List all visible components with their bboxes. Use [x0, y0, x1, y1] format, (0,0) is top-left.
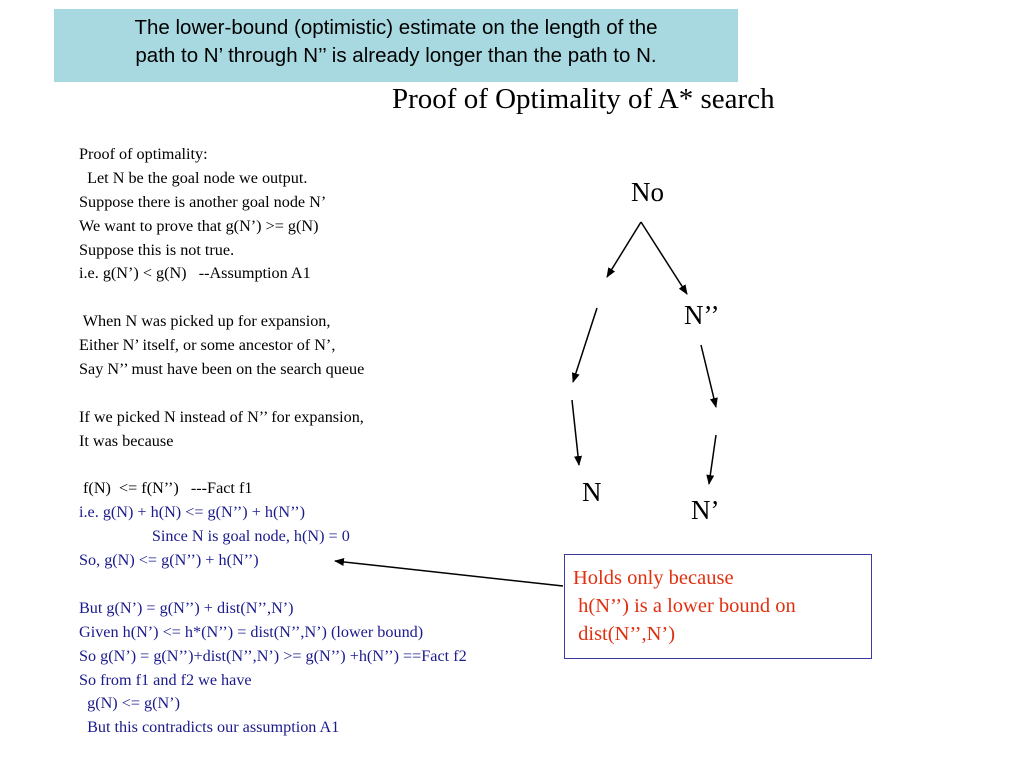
edge-left-to-n [571, 399, 583, 466]
bottom-callout: Holds only because h(N’’) is a lower bou… [564, 554, 872, 659]
proof-line: So from f1 and f2 we have [79, 670, 252, 689]
proof-line: Proof of optimality: [79, 145, 208, 163]
proof-line: So g(N’) = g(N’’)+dist(N’’,N’) >= g(N’’)… [79, 646, 467, 665]
edge-middle-down [700, 344, 718, 408]
top-callout-line-1: The lower-bound (optimistic) estimate on… [134, 16, 658, 39]
proof-line: If we picked N instead of N’’ for expans… [79, 407, 364, 426]
bottom-callout-line-3: dist(N’’,N’) [573, 623, 676, 645]
top-callout: The lower-bound (optimistic) estimate on… [54, 9, 738, 82]
edge-down-to-n-prime [706, 434, 717, 485]
proof-line: Either N’ itself, or some ancestor of N’… [79, 336, 336, 355]
proof-line: It was because [79, 431, 174, 450]
proof-line: g(N) <= g(N’) [79, 694, 180, 713]
proof-line: Let N be the goal node we output. [79, 168, 308, 187]
proof-line: But this contradicts our assumption A1 [79, 718, 340, 737]
proof-line: Suppose there is another goal node N’ [79, 192, 327, 211]
proof-line: Say N’’ must have been on the search que… [79, 360, 365, 379]
proof-line: We want to prove that g(N’) >= g(N) [79, 216, 319, 235]
proof-line: But g(N’) = g(N’’) + dist(N’’,N’) [79, 598, 294, 617]
edge-left-down [571, 307, 598, 383]
edge-root-left [606, 221, 642, 278]
slide-title: Proof of Optimality of A* search [392, 83, 775, 115]
proof-line: Suppose this is not true. [79, 240, 235, 259]
bottom-callout-line-2: h(N’’) is a lower bound on [573, 595, 796, 617]
proof-line: i.e. g(N’) < g(N) --Assumption A1 [79, 264, 311, 283]
proof-line: Since N is goal node, h(N) = 0 [79, 527, 350, 546]
edge-root-middle [640, 221, 688, 295]
node-n-double-prime: N’’ [684, 300, 720, 330]
top-callout-line-2: path to N’ through N’’ is already longer… [135, 44, 657, 67]
node-n-prime: N’ [691, 495, 720, 525]
proof-line: i.e. g(N) + h(N) <= g(N’’) + h(N’’) [79, 503, 306, 522]
bottom-callout-line-1: Holds only because [573, 567, 734, 589]
proof-line: So, g(N) <= g(N’’) + h(N’’) [79, 551, 259, 570]
proof-line: f(N) <= f(N’’) ---Fact f1 [79, 479, 253, 498]
node-n: N [582, 477, 602, 507]
proof-line: When N was picked up for expansion, [79, 312, 331, 331]
node-root: No [631, 177, 664, 207]
proof-line: Given h(N’) <= h*(N’’) = dist(N’’,N’) (l… [79, 622, 424, 641]
proof-text: Proof of optimality: Let N be the goal n… [79, 143, 467, 740]
callout-pointer-arrow [334, 558, 564, 587]
